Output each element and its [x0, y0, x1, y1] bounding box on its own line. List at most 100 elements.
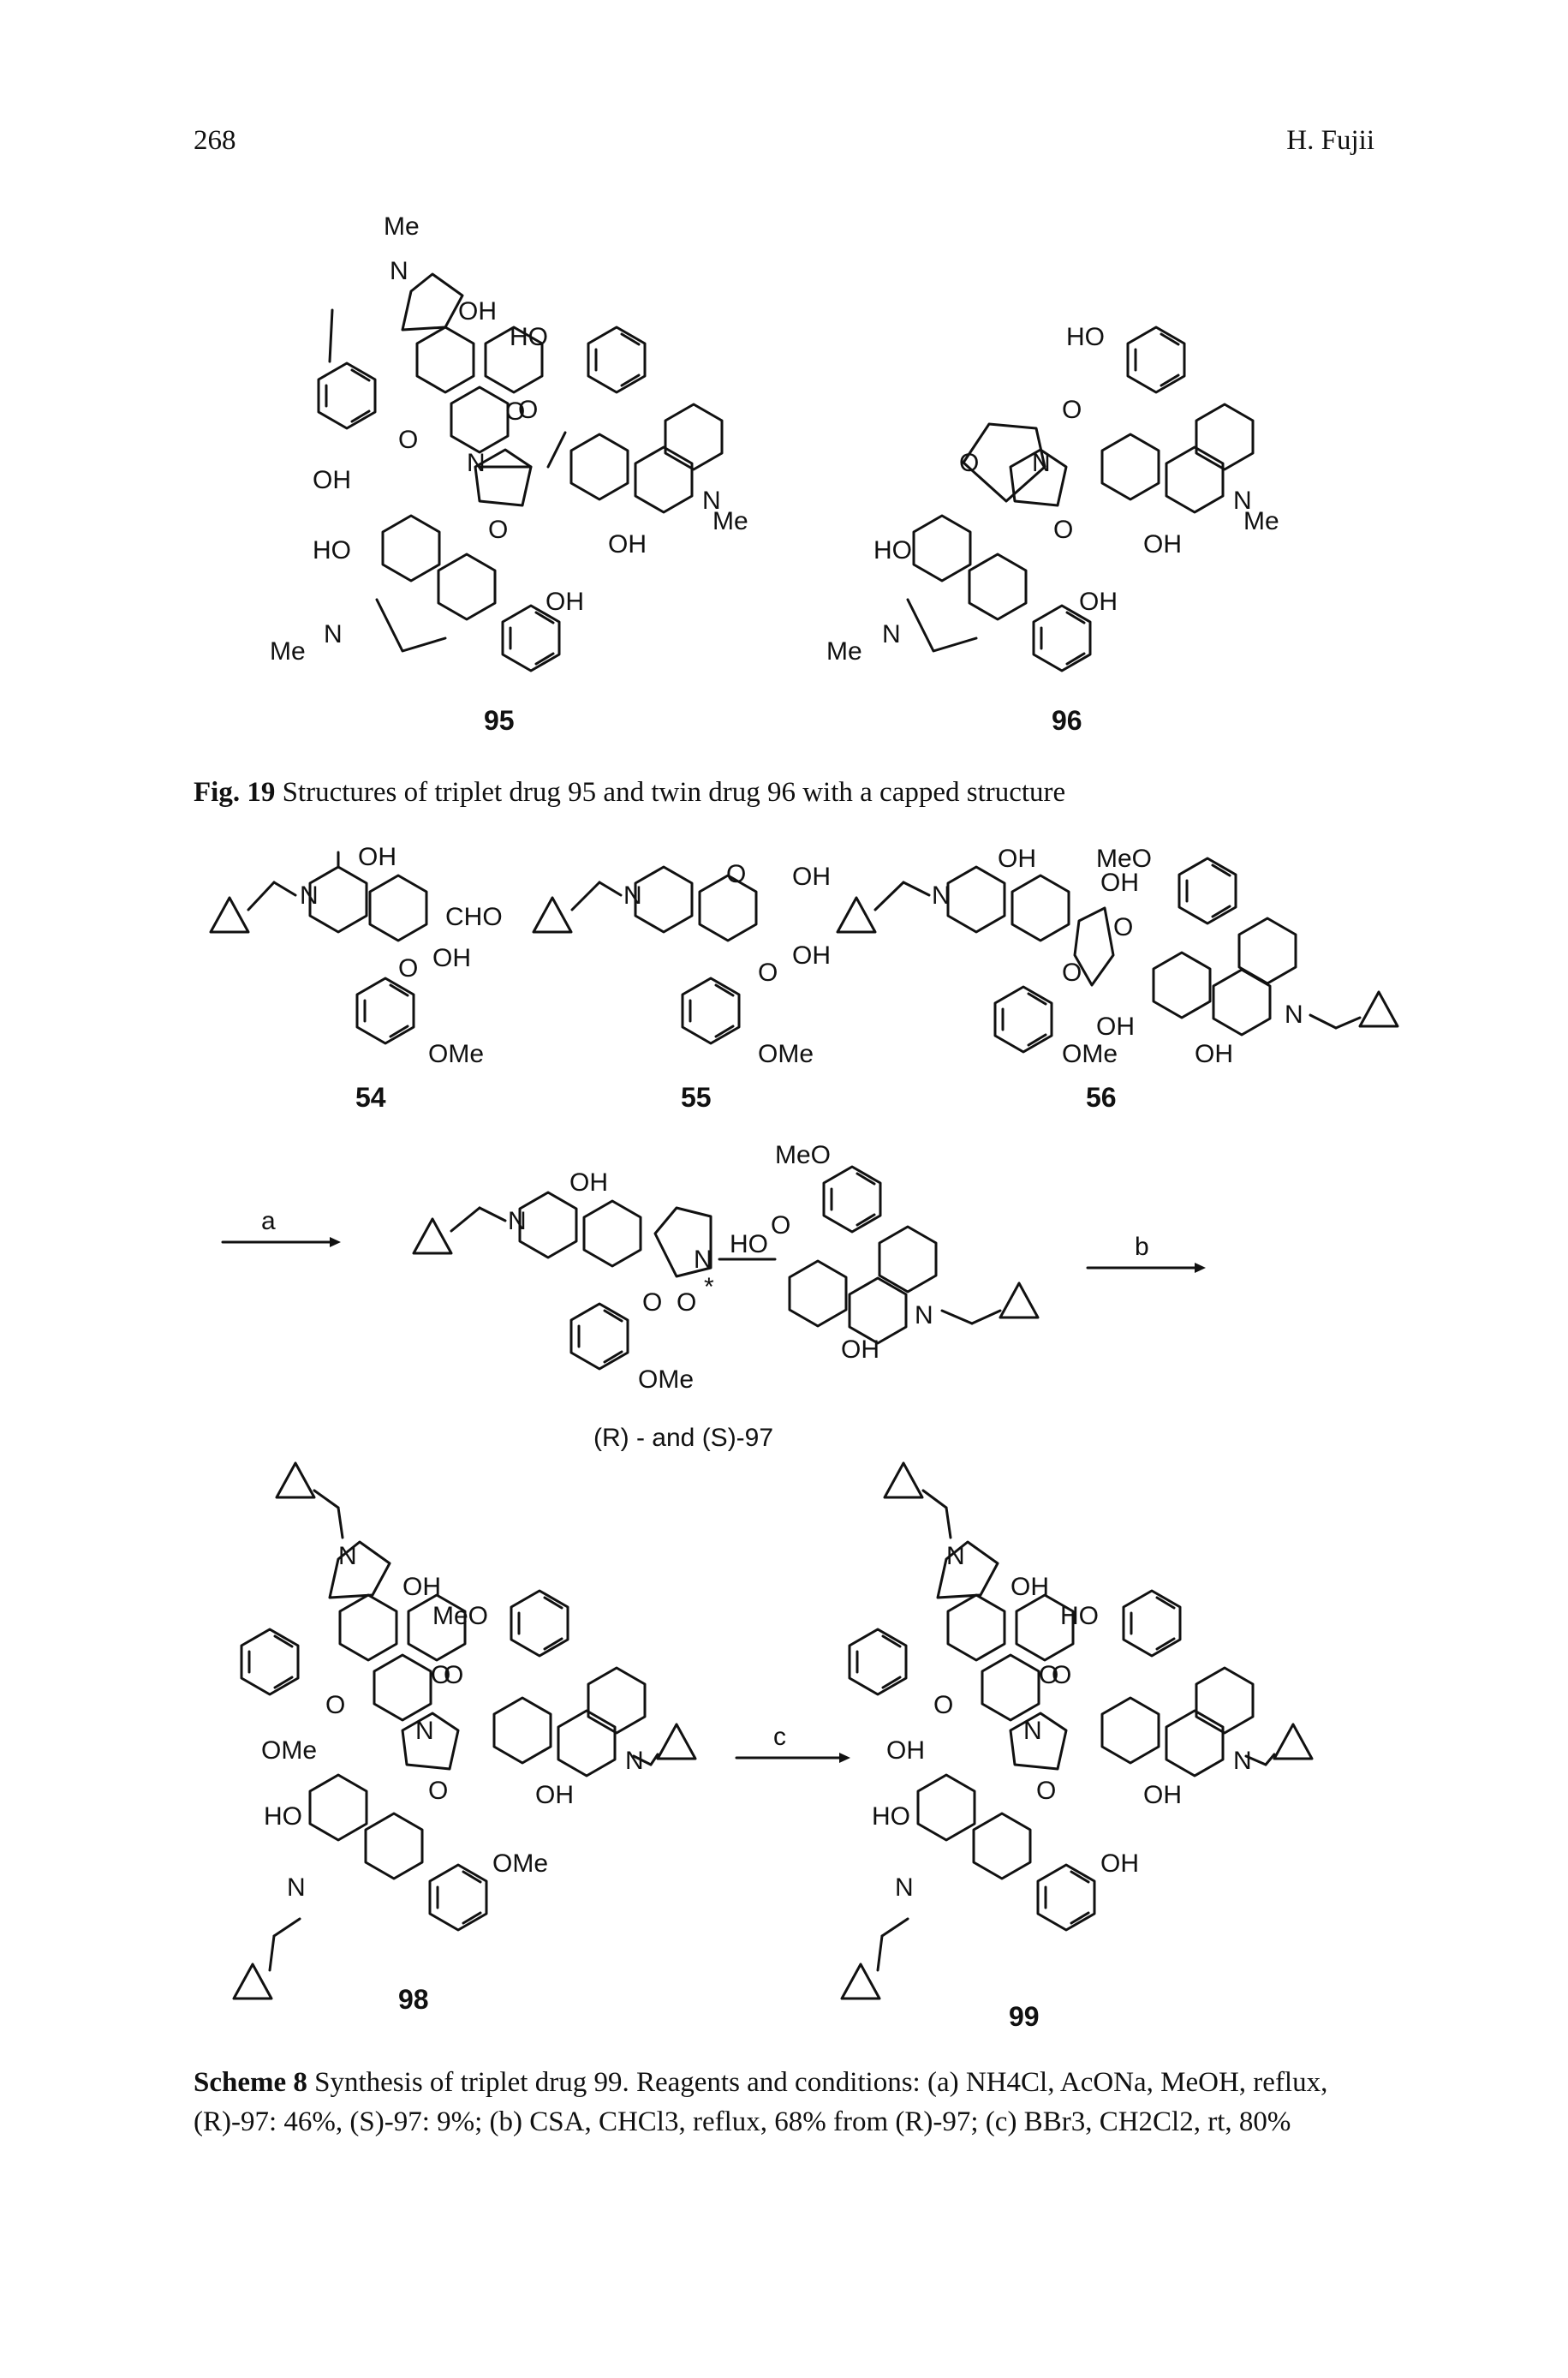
svg-text:N: N [508, 1207, 527, 1235]
svg-text:O: O [642, 1288, 662, 1317]
svg-text:N: N [623, 881, 642, 910]
svg-text:HO: HO [264, 1802, 302, 1831]
svg-text:OH: OH [569, 1168, 608, 1197]
svg-text:OH: OH [1195, 1040, 1233, 1068]
svg-text:OH: OH [792, 941, 831, 970]
svg-text:O: O [1053, 516, 1073, 544]
svg-text:O: O [1036, 1777, 1056, 1805]
svg-text:N: N [625, 1747, 644, 1775]
compound-99-structure: N OH HO O O O N OH O HO N N OH OH 99 [840, 1461, 1314, 2032]
svg-text:OH: OH [1100, 869, 1139, 897]
svg-text:O: O [505, 397, 525, 426]
svg-text:N: N [932, 881, 951, 910]
svg-text:OH: OH [458, 297, 497, 326]
svg-text:N: N [1233, 487, 1252, 515]
svg-text:MeO: MeO [1096, 845, 1152, 873]
svg-text:N: N [946, 1542, 965, 1570]
compound-97-structure: MeO OH N N HO O O * O N OH OMe (R) - and… [412, 1141, 1040, 1452]
svg-text:CHO: CHO [445, 903, 503, 931]
reaction-arrow-c: c [735, 1723, 850, 1763]
svg-text:O: O [398, 426, 418, 454]
svg-text:Me: Me [1243, 507, 1279, 535]
svg-text:N: N [1032, 449, 1051, 477]
svg-text:OMe: OMe [758, 1040, 814, 1068]
svg-text:OMe: OMe [638, 1365, 694, 1394]
svg-text:OMe: OMe [261, 1736, 317, 1765]
compound-96-label: 96 [1052, 705, 1082, 736]
svg-text:Me: Me [712, 507, 748, 535]
svg-text:N: N [287, 1873, 306, 1902]
svg-text:N: N [415, 1717, 434, 1745]
compound-98-label: 98 [398, 1984, 429, 2015]
svg-text:N: N [1023, 1717, 1042, 1745]
compound-55-label: 55 [681, 1082, 712, 1113]
svg-text:OH: OH [1011, 1573, 1049, 1601]
svg-text:O: O [1062, 959, 1082, 987]
svg-text:O: O [1052, 1661, 1071, 1689]
svg-text:MeO: MeO [775, 1141, 831, 1169]
svg-text:O: O [518, 396, 538, 424]
compound-95-structure: Me N OH HO O O N O O N Me OH OH HO Me N … [270, 212, 748, 736]
svg-text:OH: OH [841, 1335, 879, 1364]
figure-19-caption-label: Fig. 19 [194, 777, 276, 808]
svg-text:Me: Me [270, 637, 306, 666]
svg-text:OH: OH [886, 1736, 925, 1765]
svg-text:*: * [704, 1273, 714, 1301]
svg-text:N: N [895, 1873, 914, 1902]
reaction-arrow-a: a [221, 1207, 341, 1247]
svg-text:OH: OH [535, 1781, 574, 1809]
svg-text:OH: OH [998, 845, 1036, 873]
svg-text:HO: HO [730, 1230, 768, 1258]
svg-text:O: O [488, 516, 508, 544]
svg-text:N: N [915, 1301, 933, 1329]
compound-97-label: (R) - and (S)-97 [593, 1424, 773, 1452]
svg-text:O: O [1113, 913, 1133, 941]
scheme-8-caption-label: Scheme 8 [194, 2067, 307, 2098]
figure-19-caption-text: Structures of triplet drug 95 and twin d… [282, 777, 1066, 808]
scheme-8-caption: Scheme 8 Synthesis of triplet drug 99. R… [194, 2063, 1410, 2142]
svg-text:OH: OH [402, 1573, 441, 1601]
reaction-arrow-b: b [1086, 1233, 1206, 1273]
compound-54-label: 54 [355, 1082, 386, 1113]
svg-text:O: O [398, 954, 418, 983]
svg-text:OH: OH [792, 863, 831, 891]
compound-95-label: 95 [484, 705, 515, 736]
svg-text:N: N [338, 1542, 357, 1570]
scheme-8-caption-line1: Synthesis of triplet drug 99. Reagents a… [314, 2067, 1328, 2098]
svg-text:O: O [771, 1211, 790, 1240]
compound-56-label: 56 [1086, 1082, 1117, 1113]
svg-text:OH: OH [1143, 530, 1182, 559]
arrow-a-label: a [261, 1207, 276, 1235]
svg-text:OH: OH [546, 588, 584, 616]
compound-96-structure: HO O O N O N Me OH HO Me N OH 96 [826, 323, 1279, 736]
svg-text:O: O [428, 1777, 448, 1805]
svg-text:O: O [959, 449, 979, 477]
svg-text:N: N [882, 620, 901, 648]
svg-text:O: O [431, 1661, 450, 1689]
svg-text:N: N [1285, 1001, 1303, 1029]
svg-text:MeO: MeO [432, 1602, 488, 1630]
svg-text:OH: OH [1143, 1781, 1182, 1809]
svg-text:Me: Me [384, 212, 420, 241]
svg-text:HO: HO [510, 323, 548, 351]
svg-text:HO: HO [1060, 1602, 1099, 1630]
running-head-author: H. Fujii [1286, 125, 1374, 156]
svg-text:N: N [467, 449, 486, 477]
svg-text:N: N [694, 1246, 712, 1274]
compound-99-label: 99 [1009, 2001, 1040, 2032]
svg-text:O: O [758, 959, 778, 987]
svg-text:OH: OH [1100, 1849, 1139, 1878]
svg-text:Me: Me [826, 637, 862, 666]
svg-text:HO: HO [313, 536, 351, 565]
svg-text:HO: HO [873, 536, 912, 565]
svg-text:O: O [933, 1691, 953, 1719]
svg-text:N: N [300, 881, 319, 910]
compound-56-structure: OH MeO OH N O O OH OMe OH N 56 [836, 845, 1399, 1113]
svg-text:HO: HO [872, 1802, 910, 1831]
svg-text:OMe: OMe [492, 1849, 548, 1878]
scheme-8-caption-line2: (R)-97: 46%, (S)-97: 9%; (b) CSA, CHCl3,… [194, 2106, 1291, 2137]
arrow-b-label: b [1135, 1233, 1149, 1261]
svg-text:N: N [324, 620, 343, 648]
svg-text:O: O [677, 1288, 696, 1317]
